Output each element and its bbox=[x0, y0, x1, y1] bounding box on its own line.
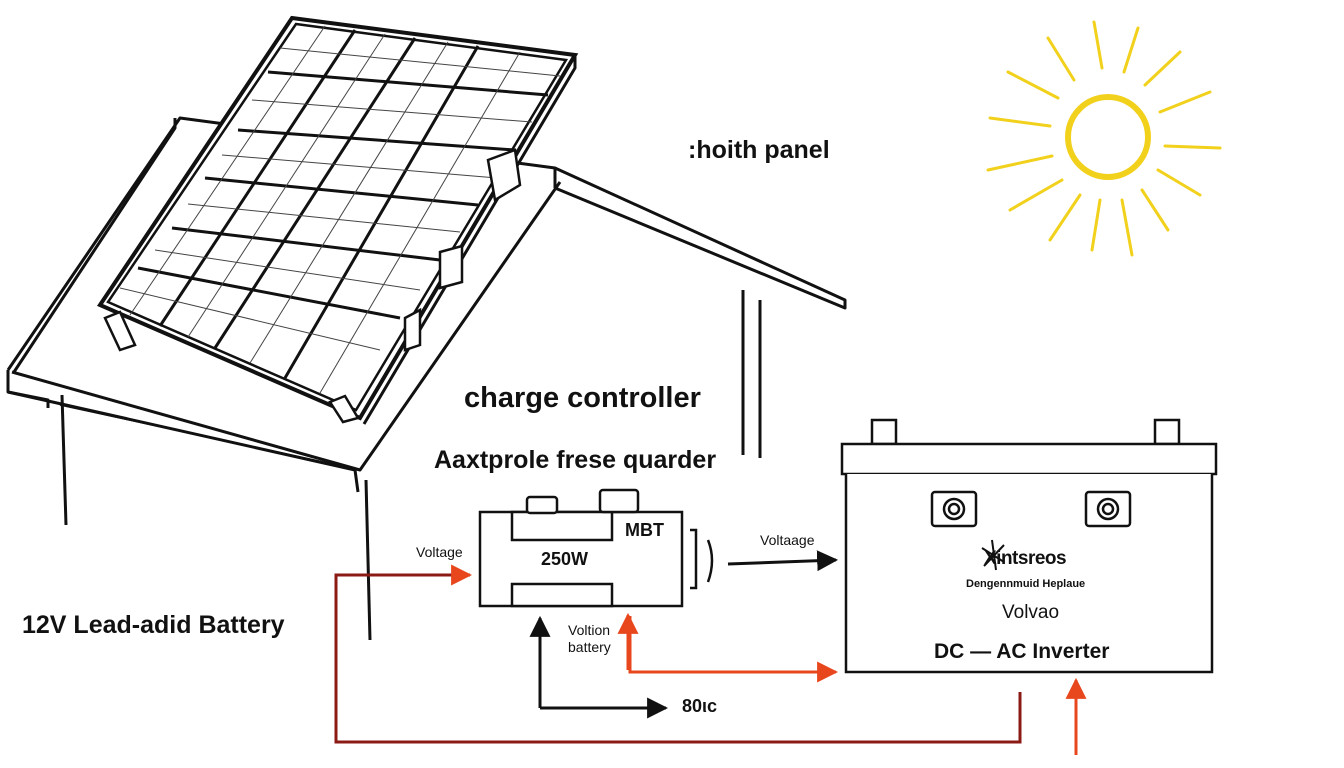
sun-icon bbox=[986, 20, 1222, 257]
wire-orange bbox=[617, 612, 1087, 755]
wire-black bbox=[529, 550, 839, 719]
charge-controller-icon bbox=[478, 488, 714, 608]
house-posts bbox=[59, 394, 372, 641]
inverter-label: DC — AC Inverter bbox=[934, 640, 1110, 663]
controller-power-label: 250W bbox=[541, 549, 589, 569]
brand-label: Xintsreos bbox=[984, 548, 1067, 569]
controller-type-label: MBT bbox=[625, 520, 664, 540]
brand-logo-icon bbox=[981, 539, 1005, 571]
output-label: 80ιc bbox=[682, 696, 718, 716]
voltage-right-label: Voltaage bbox=[760, 532, 815, 548]
battery-label: 12V Lead-adid Battery bbox=[22, 611, 285, 639]
wire-dark-red bbox=[334, 564, 1022, 744]
subtitle-label: Aaxtprole frese quarder bbox=[434, 446, 717, 474]
voltion-label: Voltion bbox=[568, 622, 611, 638]
voltion-battery-label: battery bbox=[568, 639, 611, 655]
solar-panel-icon bbox=[97, 15, 579, 425]
brand-sub-label: Dengennmuid Heplaue bbox=[966, 578, 1086, 590]
model-label: Volvao bbox=[1002, 602, 1060, 623]
battery-icon bbox=[840, 418, 1218, 674]
panel-label: :hoith panel bbox=[688, 136, 830, 164]
voltage-left-label: Voltage bbox=[416, 544, 463, 560]
charge-controller-label: charge controller bbox=[464, 382, 701, 414]
